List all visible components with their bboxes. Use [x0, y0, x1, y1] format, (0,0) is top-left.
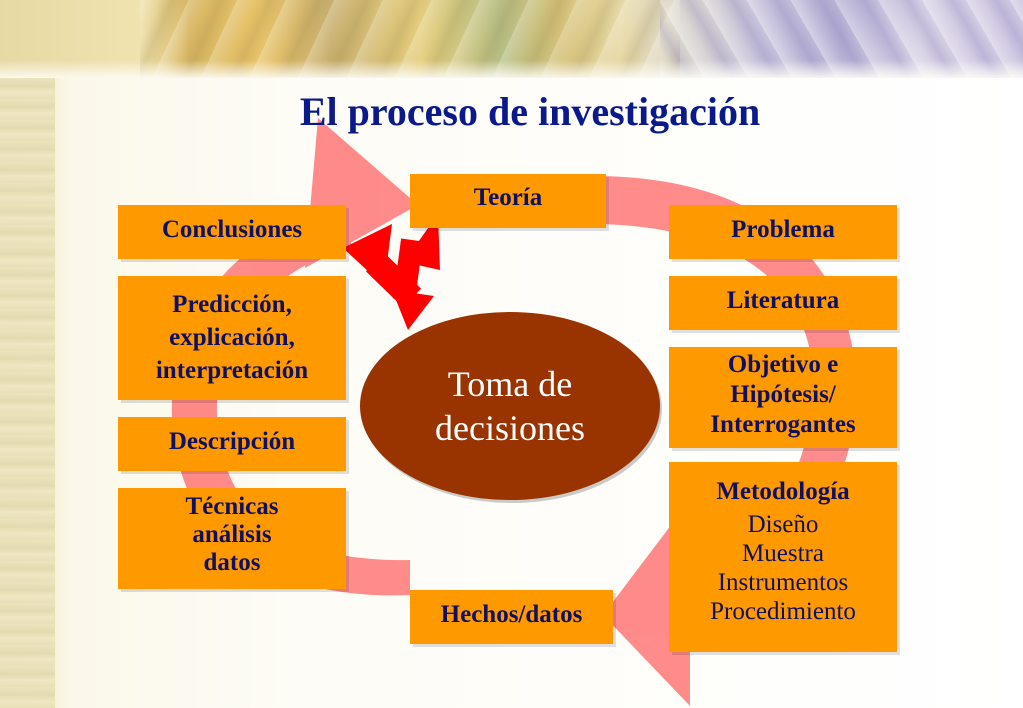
box-metodologia: Metodología Diseño Muestra Instrumentos … — [669, 462, 897, 652]
box-teoria-label: Teoría — [473, 184, 543, 211]
box-tecnicas: Técnicas análisis datos — [118, 488, 346, 589]
box-tecnicas-line3: datos — [203, 549, 261, 576]
box-conclusiones-label: Conclusiones — [161, 216, 303, 243]
box-hechos-label: Hechos/datos — [440, 601, 583, 628]
box-literatura: Literatura — [669, 276, 897, 330]
cycle-arrow-bottom-arc — [178, 452, 410, 596]
box-metodologia-item: Procedimiento — [710, 598, 856, 625]
center-oval: Toma de decisiones — [360, 312, 660, 500]
box-metodologia-item: Muestra — [742, 540, 824, 567]
box-conclusiones: Conclusiones — [118, 205, 346, 259]
box-objetivo: Objetivo e Hipótesis/ Interrogantes — [669, 347, 897, 448]
box-problema: Problema — [669, 205, 897, 259]
box-objetivo-line1: Objetivo e — [727, 351, 839, 378]
box-descripcion: Descripción — [118, 417, 346, 471]
cycle-arrow-right-arc — [600, 176, 857, 540]
box-objetivo-line3: Interrogantes — [710, 411, 856, 438]
box-teoria: Teoría — [410, 174, 606, 228]
box-prediccion-line3: interpretación — [155, 357, 309, 384]
box-metodologia-item: Diseño — [747, 511, 819, 538]
page-title: El proceso de investigación — [299, 89, 761, 134]
box-literatura-label: Literatura — [726, 287, 840, 314]
cycle-arrowhead-right — [603, 500, 690, 706]
box-prediccion-line1: Predicción, — [172, 291, 292, 318]
box-tecnicas-line2: análisis — [192, 521, 272, 548]
double-arrow — [343, 214, 440, 330]
box-prediccion-line2: explicación, — [169, 324, 295, 351]
box-problema-label: Problema — [731, 216, 835, 243]
box-prediccion: Predicción, explicación, interpretación — [118, 276, 346, 400]
box-tecnicas-line1: Técnicas — [185, 493, 279, 520]
box-hechos: Hechos/datos — [410, 590, 613, 644]
box-metodologia-heading: Metodología — [716, 478, 850, 505]
center-oval-line2: decisiones — [435, 408, 585, 448]
box-metodologia-item: Instrumentos — [717, 569, 849, 596]
box-objetivo-line2: Hipótesis/ — [730, 381, 836, 408]
left-decor-strip — [0, 0, 55, 708]
banner-fade — [0, 60, 1023, 78]
center-oval-line1: Toma de — [447, 364, 573, 404]
box-descripcion-label: Descripción — [168, 428, 296, 455]
top-decor-banner — [0, 0, 1023, 78]
